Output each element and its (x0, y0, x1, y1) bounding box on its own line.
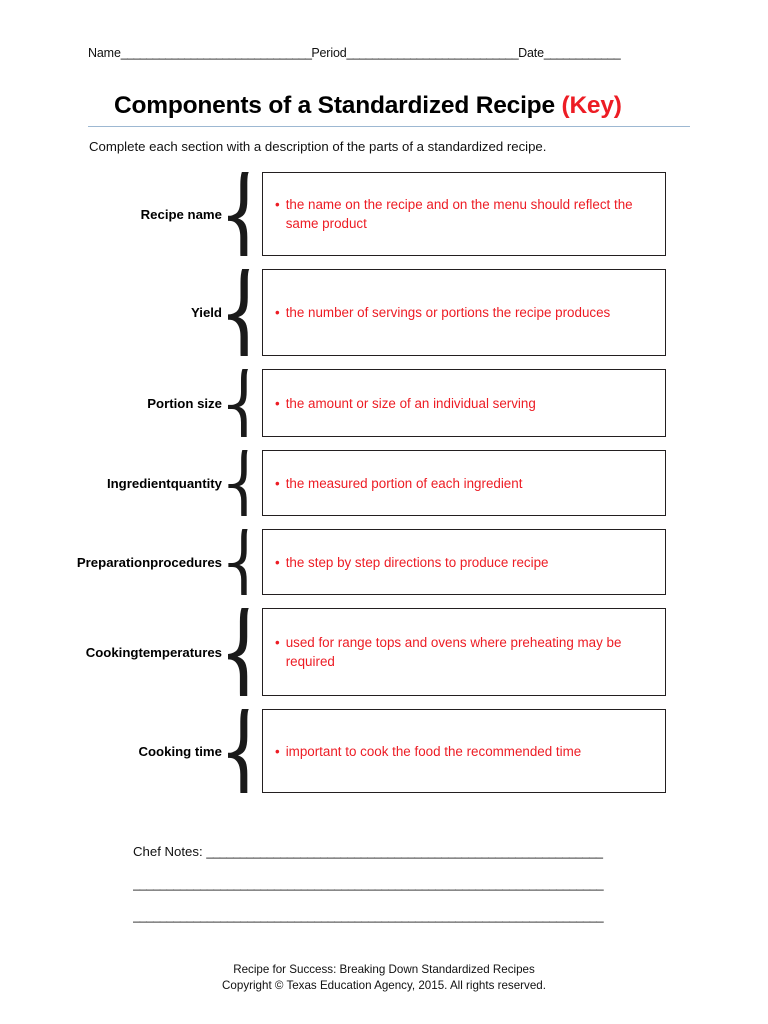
title-divider (88, 126, 690, 127)
bullet-icon: • (275, 554, 280, 570)
answer-text: the step by step directions to produce r… (285, 554, 549, 570)
component-label: Portion size (0, 369, 228, 437)
chef-notes-section: Chef Notes: ____________________________… (133, 836, 673, 932)
components-list: Recipe name { • the name on the recipe and … (0, 172, 768, 806)
answer-bullet-item: • used for range tops and ovens where pre… (275, 633, 655, 671)
page-title: Components of a Standardized Recipe (Key… (114, 90, 622, 122)
title-block: Components of a Standardized Recipe (Key… (88, 90, 690, 130)
component-label-line: Recipe name (140, 206, 222, 222)
answer-box[interactable]: • used for range tops and ovens where pre… (262, 608, 666, 696)
chef-notes-line-3: ________________________________________… (133, 900, 673, 932)
answer-box[interactable]: • the measured portion of each ingredient (262, 450, 666, 516)
component-row: Cooking time { • important to cook the food… (0, 709, 768, 793)
footer-source-line: Recipe for Success: Breaking Down Standa… (233, 963, 535, 976)
answer-bullet-item: • the amount or size of an individual ser… (275, 394, 536, 413)
curly-brace-glyph: { (228, 450, 262, 516)
curly-brace-icon: { (228, 529, 262, 595)
curly-brace-glyph: { (228, 369, 262, 437)
answer-box[interactable]: • the amount or size of an individual ser… (262, 369, 666, 437)
chef-notes-rule-2[interactable]: ________________________________________… (133, 876, 604, 891)
component-label-line: Preparation (76, 554, 151, 570)
bullet-icon: • (275, 197, 280, 212)
component-row: Recipe name { • the name on the recipe and … (0, 172, 768, 256)
component-label-line: Portion size (147, 395, 222, 411)
component-label-line: Yield (190, 305, 222, 320)
component-row: Yield { • the number of servings or portion… (0, 269, 768, 356)
answer-text: the measured portion of each ingredient (285, 475, 523, 491)
component-label-line: Cooking (85, 644, 139, 660)
component-label-line: Cooking time (138, 743, 222, 759)
curly-brace-glyph: { (228, 529, 262, 595)
answer-text: the number of servings or portions the r… (285, 305, 611, 320)
answer-bullet-item: • the number of servings or portions the … (275, 303, 610, 322)
component-label: Yield (0, 269, 228, 356)
answer-bullet-item: • the step by step directions to produce … (275, 553, 548, 572)
component-label-line: procedures (150, 554, 222, 570)
component-label: Recipe name (0, 172, 228, 256)
curly-brace-glyph: { (228, 172, 262, 256)
curly-brace-icon: { (228, 608, 262, 696)
component-row: Portion size { • the amount or size of an i… (0, 369, 768, 437)
answer-box[interactable]: • the step by step directions to produce … (262, 529, 666, 595)
bullet-icon: • (275, 635, 280, 650)
curly-brace-glyph: { (228, 608, 262, 696)
answer-box[interactable]: • the number of servings or portions the … (262, 269, 666, 356)
student-info-line: Name______________________________Period… (88, 44, 688, 62)
bullet-icon: • (275, 305, 280, 320)
footer-copyright-line: Copyright © Texas Education Agency, 2015… (222, 979, 546, 992)
answer-text: important to cook the food the recommend… (285, 743, 582, 759)
period-label: Period (311, 46, 347, 60)
answer-bullet-item: • the name on the recipe and on the menu … (275, 195, 655, 233)
curly-brace-icon: { (228, 369, 262, 437)
page-title-main: Components of a Standardized Recipe (114, 92, 562, 119)
curly-brace-glyph: { (228, 709, 262, 793)
answer-text: the name on the recipe and on the menu s… (285, 197, 633, 231)
bullet-icon: • (275, 395, 280, 411)
answer-bullet-item: • the measured portion of each ingredient (275, 474, 522, 493)
chef-notes-label: Chef Notes: (133, 844, 207, 859)
component-label: Cooking time (0, 709, 228, 793)
answer-key-badge: (Key) (561, 92, 622, 119)
chef-notes-line-1: Chef Notes: ____________________________… (133, 836, 673, 868)
name-fill-rule[interactable]: ______________________________ (120, 46, 312, 60)
date-label: Date (518, 46, 544, 60)
answer-bullet-item: • important to cook the food the recommen… (275, 742, 581, 761)
curly-brace-icon: { (228, 172, 262, 256)
bullet-icon: • (275, 743, 280, 759)
component-label-line: quantity (170, 475, 222, 491)
chef-notes-rule-3[interactable]: ________________________________________… (133, 908, 604, 923)
curly-brace-glyph: { (228, 269, 262, 356)
chef-notes-rule-1[interactable]: ________________________________________… (206, 844, 603, 859)
answer-box[interactable]: • important to cook the food the recommen… (262, 709, 666, 793)
component-label-line: Ingredient (106, 475, 171, 491)
answer-text: used for range tops and ovens where preh… (285, 635, 622, 669)
curly-brace-icon: { (228, 269, 262, 356)
answer-text: the amount or size of an individual serv… (285, 395, 536, 411)
bullet-icon: • (275, 475, 280, 491)
name-label: Name (88, 46, 121, 60)
curly-brace-icon: { (228, 709, 262, 793)
component-label-line: temperatures (138, 644, 222, 660)
period-fill-rule[interactable]: ___________________________ (346, 46, 519, 60)
answer-box[interactable]: • the name on the recipe and on the menu … (262, 172, 666, 256)
chef-notes-line-2: ________________________________________… (133, 868, 673, 900)
page-footer: Recipe for Success: Breaking Down Standa… (0, 962, 768, 994)
instructions-text: Complete each section with a description… (89, 139, 547, 154)
curly-brace-icon: { (228, 450, 262, 516)
date-fill-rule[interactable]: ____________ (543, 46, 621, 60)
